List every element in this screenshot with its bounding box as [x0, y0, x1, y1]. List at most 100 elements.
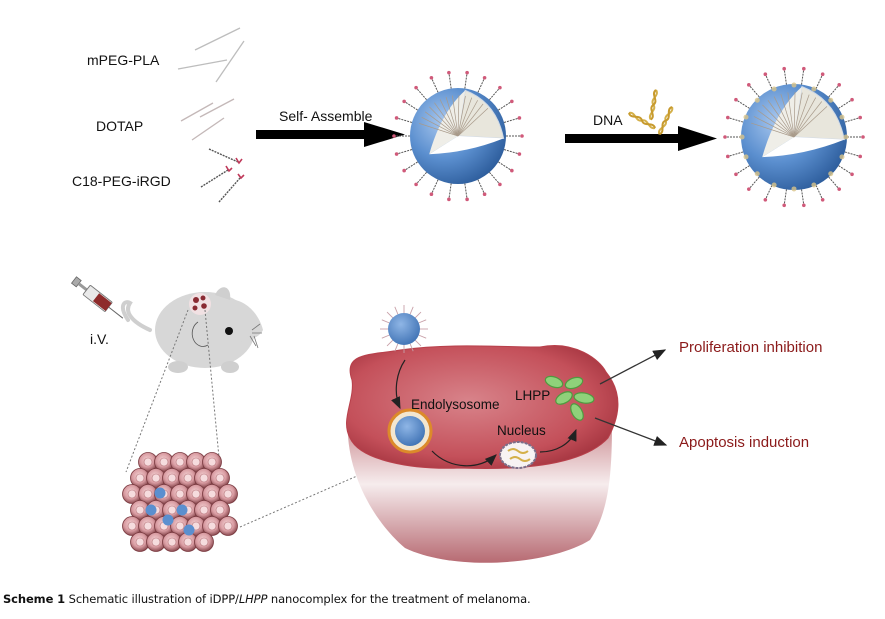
peg-chain: [448, 183, 452, 200]
dna-surface-dot: [754, 97, 760, 103]
peg-chain: [764, 185, 773, 200]
core-chain: [762, 104, 795, 138]
irgd-ligand: [820, 197, 825, 202]
label-lhpp: LHPP: [515, 388, 551, 403]
irgd-ligand: [429, 192, 434, 197]
peg-chain: [828, 84, 840, 98]
dna-helix-icon: [628, 89, 674, 136]
peg-chain: [477, 179, 486, 195]
core-chain: [793, 97, 817, 138]
peg-chain: [414, 339, 422, 347]
irgd-ligand: [510, 99, 514, 104]
dna-strand: [628, 111, 656, 130]
irgd-ligand: [850, 172, 854, 177]
peg-chain: [396, 117, 413, 123]
core-chain: [793, 106, 828, 138]
peg-chain: [381, 319, 390, 324]
cell-nucleus: [135, 473, 145, 483]
core-chain: [424, 111, 459, 137]
cell-nucleus: [143, 457, 153, 467]
accumulated-nanoparticle: [176, 504, 188, 516]
peg-chain: [783, 189, 787, 206]
cell-nucleus: [199, 537, 209, 547]
cell-nucleus: [175, 489, 185, 499]
core-chain: [457, 108, 489, 137]
irgd-ligand: [763, 72, 768, 77]
core-chain: [780, 93, 795, 138]
nanoparticle-entering-icon: [380, 305, 428, 353]
peg-chain: [498, 100, 513, 111]
cell-nucleus: [183, 537, 193, 547]
peg-chain: [844, 151, 861, 157]
peg-chain: [418, 319, 427, 324]
core-chain: [457, 95, 460, 137]
core-chain: [434, 102, 459, 137]
peg-chain: [386, 339, 394, 347]
core-chain: [421, 117, 459, 137]
dna-surface-dot: [743, 154, 749, 160]
irgd-ligand: [725, 154, 730, 159]
peg-chain: [735, 99, 750, 109]
dna-strand: [648, 89, 658, 121]
peg-chain: [464, 72, 468, 89]
cell-nucleus: [207, 457, 217, 467]
cell-nucleus: [199, 473, 209, 483]
mpeg-pla-molecules-icon: [177, 27, 245, 83]
irgd-ligand: [734, 172, 738, 177]
core-chain: [757, 110, 795, 138]
dna-surface-dot: [754, 171, 760, 177]
peg-chain: [489, 87, 501, 101]
accumulated-nanoparticle: [154, 487, 166, 499]
cell-nucleus: [175, 521, 185, 531]
idpp-lhpp-nanocomplex-icon: [723, 66, 865, 208]
peg-chain: [815, 185, 824, 200]
peg-chain: [448, 72, 452, 89]
irgd-ligand: [402, 99, 406, 104]
label-dna: DNA: [593, 112, 623, 128]
cell-nucleus: [167, 473, 177, 483]
dna-surface-dot: [811, 182, 817, 188]
core-chain: [457, 100, 478, 137]
dna-surface-dot: [828, 97, 834, 103]
dna-surface-dot: [839, 114, 845, 120]
dna-surface-dot: [743, 114, 749, 120]
cell-nucleus: [215, 505, 225, 515]
core-chain: [452, 95, 459, 137]
dna-strand: [658, 106, 674, 136]
cutaway-floor: [429, 136, 504, 155]
peg-chain: [403, 161, 418, 172]
peg-chain: [464, 183, 468, 200]
cell-nucleus: [135, 505, 145, 515]
irgd-ligand: [429, 75, 434, 80]
irgd-ligand: [723, 135, 727, 139]
cell-nucleus: [127, 489, 137, 499]
peg-chain: [430, 179, 439, 195]
label-self-assemble: Self- Assemble: [279, 108, 373, 124]
peg-chain: [430, 77, 439, 93]
peg-chain: [815, 74, 824, 89]
peg-chain: [727, 117, 744, 123]
irgd-ligand: [394, 152, 399, 156]
peg-chain: [498, 161, 513, 172]
peg-chain: [783, 68, 787, 85]
mouse-icon: [120, 287, 263, 373]
cutaway-side: [762, 86, 802, 158]
label-apoptosis-induction: Apoptosis induction: [679, 434, 810, 451]
core-chain: [793, 91, 796, 138]
peg-chain: [748, 84, 760, 98]
core-chain: [439, 99, 459, 137]
dna-surface-dot: [771, 86, 777, 92]
peg-chain: [764, 74, 773, 89]
irgd-ligand: [858, 154, 863, 159]
irgd-ligand: [837, 83, 841, 87]
peg-chain: [381, 334, 390, 339]
irgd-ligand: [725, 115, 730, 120]
irgd-ligand: [763, 197, 768, 202]
peg-chain: [386, 311, 394, 319]
core-chain: [793, 101, 823, 138]
peg-chain: [415, 87, 427, 101]
cell-nucleus: [151, 537, 161, 547]
core-chain: [457, 95, 466, 137]
peg-chain: [409, 306, 414, 315]
peg-chain: [477, 77, 486, 93]
